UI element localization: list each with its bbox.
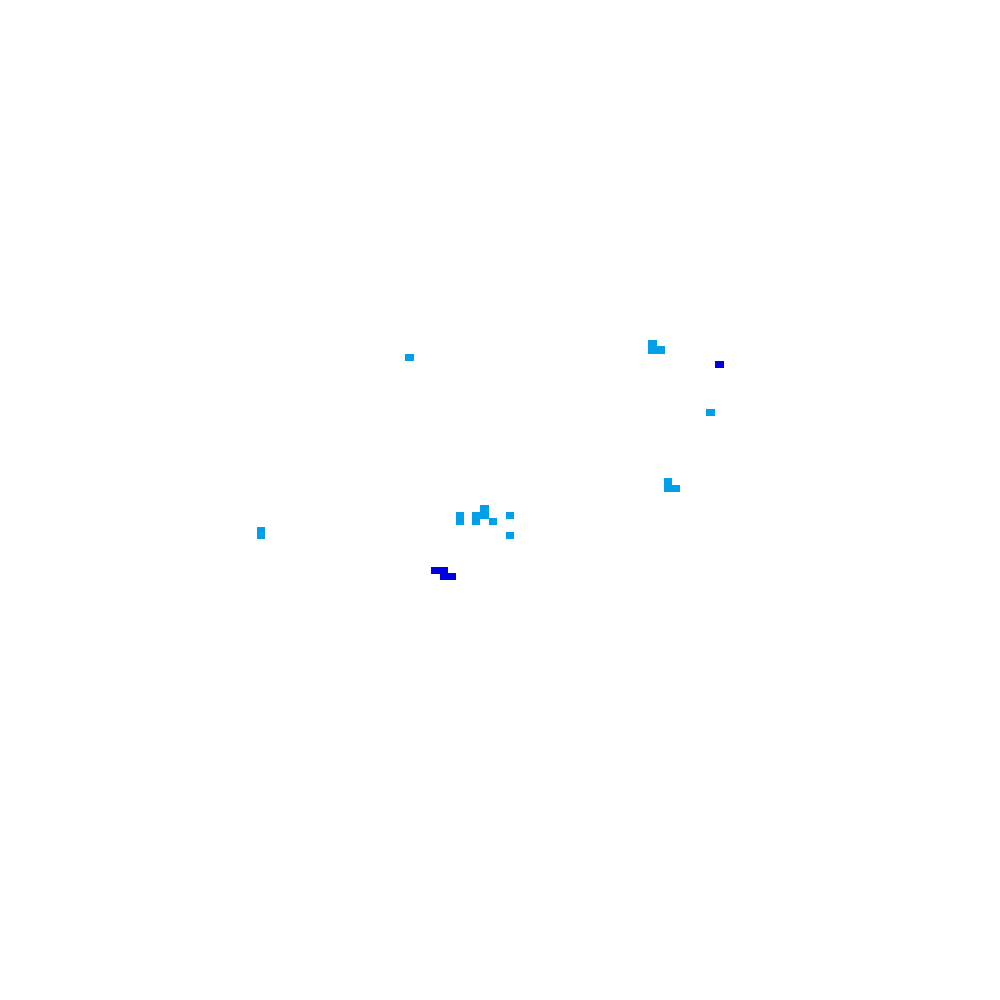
- map-cell: [405, 354, 414, 361]
- map-cell: [257, 527, 265, 539]
- map-cell: [706, 409, 715, 416]
- map-cell: [472, 512, 480, 525]
- map-cells: [257, 340, 724, 580]
- map-cell: [715, 361, 724, 368]
- map-cell: [489, 518, 497, 525]
- map-cell: [506, 532, 514, 539]
- map-cell: [657, 346, 665, 354]
- map-cell: [456, 512, 464, 525]
- map-cell: [506, 512, 514, 519]
- map-cell: [672, 485, 680, 492]
- map-cell: [648, 340, 657, 354]
- map-cell: [664, 478, 672, 492]
- map-cell: [480, 505, 489, 519]
- map-cell: [440, 573, 456, 580]
- map-cell: [431, 567, 448, 574]
